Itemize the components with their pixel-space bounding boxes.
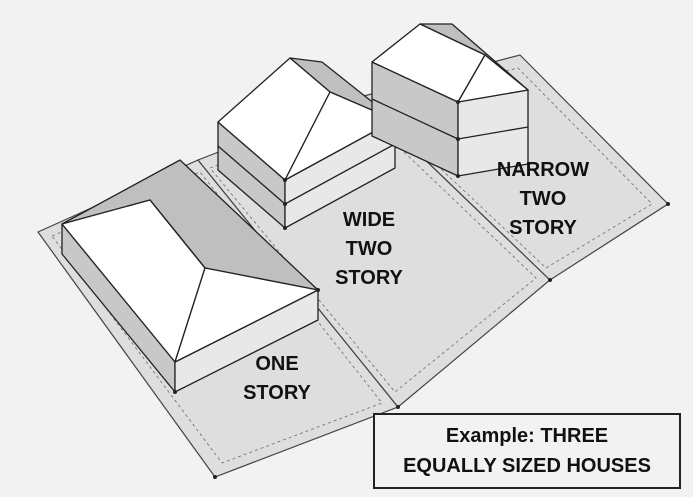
narrow-floor-line-left [371,98,459,140]
label-narrow-line-1: NARROW [496,159,590,181]
setback-wide-two-story [209,109,537,393]
label-wide-line-1: WIDE [342,209,396,231]
label-one-story-line-2: STORY [243,382,311,404]
label-narrow-line-3: STORY [509,217,577,239]
wide-floor-line-front [284,143,396,205]
narrow-floor-line-front [457,126,529,140]
wide-floor-line-left [217,145,286,205]
one-story-ridge [149,199,206,269]
narrow-front-roof [457,54,529,103]
label-narrow-two-story: NARROW TWO STORY [478,156,608,243]
label-wide-two-story: WIDE TWO STORY [314,206,424,293]
setback-lines [51,67,653,464]
wide-front-roof [284,91,396,181]
label-wide-line-2: TWO [345,238,393,260]
one-story-front-roof [174,267,319,363]
corner-markers [173,100,670,479]
note-line-1: Example: THREE [445,425,609,447]
label-narrow-line-2: TWO [519,188,567,210]
house-one-story [61,159,319,393]
label-one-story: ONE STORY [222,350,332,408]
house-wide-two-story [217,57,396,229]
label-wide-line-3: STORY [335,267,403,289]
example-note-box: Example: THREE EQUALLY SIZED HOUSES [373,413,681,489]
note-line-2: EQUALLY SIZED HOUSES [403,455,651,477]
label-one-story-line-1: ONE [255,353,299,375]
setback-one-story [51,171,383,464]
house-narrow-two-story [371,23,529,177]
